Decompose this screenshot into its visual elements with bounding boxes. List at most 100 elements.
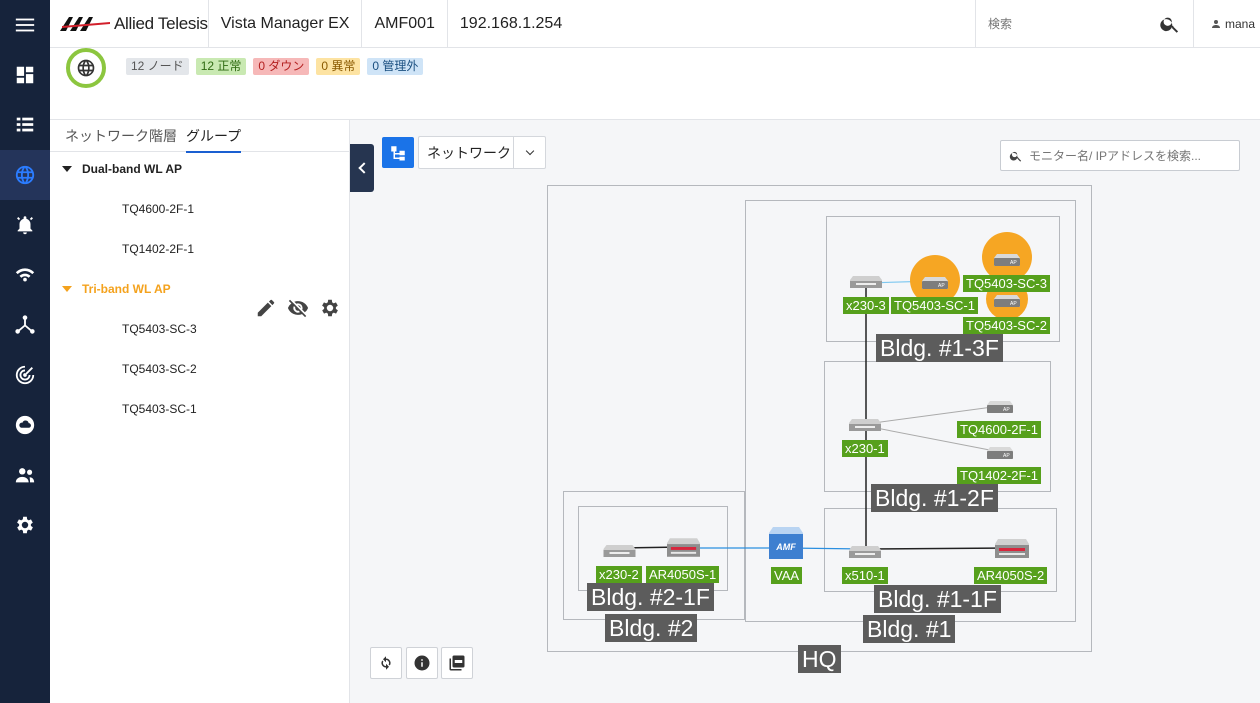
hierarchy-icon: [391, 145, 405, 160]
link-line: [865, 547, 1012, 550]
tree-group-label: Tri-band WL AP: [82, 282, 171, 296]
device-label[interactable]: TQ5403-SC-3: [963, 275, 1050, 292]
hamburger-icon: [15, 18, 35, 32]
export-pdf-button[interactable]: [441, 647, 473, 679]
group-label: Bldg. #2-1F: [587, 583, 714, 611]
nav-network[interactable]: [0, 150, 50, 200]
topology-view-button[interactable]: [382, 137, 414, 168]
router-icon[interactable]: [995, 539, 1029, 558]
device-label[interactable]: TQ1402-2F-1: [957, 467, 1042, 484]
tree-group-tri-band[interactable]: Tri-band WL AP: [62, 282, 171, 296]
device-label[interactable]: VAA: [771, 567, 803, 584]
monitor-search-input[interactable]: [1029, 148, 1229, 163]
ap-label: AP: [1010, 260, 1017, 266]
group-label: HQ: [798, 645, 841, 673]
badge-down[interactable]: 0 ダウン: [253, 58, 310, 75]
device-label[interactable]: x510-1: [842, 567, 888, 584]
global-search: [975, 0, 1193, 47]
tree-item[interactable]: TQ4600-2F-1: [122, 202, 195, 216]
search-icon[interactable]: [1159, 13, 1181, 35]
monitor-search: [1000, 140, 1240, 171]
device-label[interactable]: x230-2: [596, 566, 642, 583]
ap-label: AP: [1003, 453, 1010, 459]
amf-controller-icon[interactable]: AMF: [769, 527, 803, 559]
amf-label: AMF: [775, 542, 796, 552]
network-status-indicator[interactable]: [66, 48, 106, 88]
refresh-icon: [381, 656, 391, 670]
access-point-icon[interactable]: AP: [994, 254, 1020, 266]
user-menu[interactable]: mana: [1193, 0, 1260, 47]
nav-topology[interactable]: [0, 300, 50, 350]
tab-network-hierarchy[interactable]: ネットワーク階層: [65, 128, 177, 144]
badge-unmanaged[interactable]: 0 管理外: [367, 58, 424, 75]
device-label[interactable]: x230-3: [843, 297, 889, 314]
device-label[interactable]: TQ5403-SC-2: [963, 317, 1050, 334]
group-tree-panel: ネットワーク階層 グループ Dual-band WL AP TQ4600-2F-…: [50, 120, 350, 703]
search-icon: [1009, 151, 1022, 162]
refresh-button[interactable]: [370, 647, 402, 679]
topology-icon: [15, 315, 35, 334]
switch-icon[interactable]: [603, 545, 636, 557]
ap-label: AP: [1003, 407, 1010, 413]
user-name: mana: [1225, 16, 1256, 31]
tree-item[interactable]: TQ5403-SC-2: [122, 362, 197, 376]
access-point-icon[interactable]: AP: [922, 277, 948, 289]
switch-icon[interactable]: [848, 419, 882, 431]
nav-rail: [0, 0, 50, 703]
access-point-icon[interactable]: AP: [987, 401, 1013, 413]
group-label: Bldg. #1-1F: [874, 585, 1001, 613]
ap-label: AP: [938, 283, 945, 289]
access-point-icon[interactable]: AP: [994, 295, 1020, 307]
global-search-input[interactable]: [988, 16, 1148, 31]
menu-button[interactable]: [0, 0, 50, 50]
brand-logo[interactable]: Allied Telesis: [50, 0, 208, 48]
radar-icon: [15, 365, 35, 385]
visibility-off-icon[interactable]: [287, 297, 309, 319]
status-badges: 12 ノード 12 正常 0 ダウン 0 異常 0 管理外: [126, 58, 424, 75]
view-select[interactable]: ネットワーク: [418, 136, 546, 169]
tree-item[interactable]: TQ1402-2F-1: [122, 242, 195, 256]
device-label[interactable]: x230-1: [842, 440, 888, 457]
router-icon[interactable]: [667, 538, 700, 557]
device-label[interactable]: AR4050S-2: [974, 567, 1048, 584]
badge-normal[interactable]: 12 正常: [195, 58, 247, 75]
app-name: Vista Manager EX: [207, 0, 362, 48]
tree-group-label: Dual-band WL AP: [82, 162, 182, 176]
device-label[interactable]: TQ5403-SC-1: [891, 297, 978, 314]
nav-dashboard[interactable]: [0, 50, 50, 100]
area-name[interactable]: AMF001: [361, 0, 446, 48]
badge-nodes[interactable]: 12 ノード: [126, 58, 189, 75]
device-label[interactable]: TQ4600-2F-1: [957, 421, 1042, 438]
user-icon: [1212, 19, 1220, 28]
nav-alarms[interactable]: [0, 200, 50, 250]
edit-pencil-icon[interactable]: [255, 297, 277, 319]
group-label: Bldg. #1-3F: [876, 334, 1003, 362]
wifi-icon: [15, 268, 35, 282]
nav-settings[interactable]: [0, 500, 50, 550]
view-select-dropdown[interactable]: [513, 137, 545, 168]
caret-down-icon: [62, 166, 72, 172]
nav-radar[interactable]: [0, 350, 50, 400]
tab-group[interactable]: グループ: [186, 126, 242, 153]
device-label[interactable]: AR4050S-1: [646, 566, 720, 583]
nav-cloud[interactable]: [0, 400, 50, 450]
tree-group-dual-band[interactable]: Dual-band WL AP: [62, 162, 182, 176]
top-header: Allied Telesis Vista Manager EX AMF001 1…: [50, 0, 1260, 48]
nav-users[interactable]: [0, 450, 50, 500]
tree-item[interactable]: TQ5403-SC-1: [122, 402, 197, 416]
caret-down-icon: [62, 286, 72, 292]
list-icon: [16, 117, 34, 132]
badge-abnormal[interactable]: 0 異常: [316, 58, 361, 75]
collapse-panel-button[interactable]: [350, 144, 374, 192]
tree-tabs: ネットワーク階層 グループ: [50, 120, 350, 153]
nav-wireless[interactable]: [0, 250, 50, 300]
switch-icon[interactable]: [848, 546, 882, 558]
group-settings-gear-icon[interactable]: [319, 297, 341, 319]
nav-list[interactable]: [0, 100, 50, 150]
switch-icon[interactable]: [850, 276, 882, 288]
info-button[interactable]: [406, 647, 438, 679]
access-point-icon[interactable]: AP: [987, 447, 1013, 459]
brand-name: Allied Telesis: [114, 13, 208, 33]
tree-item[interactable]: TQ5403-SC-3: [122, 322, 197, 336]
